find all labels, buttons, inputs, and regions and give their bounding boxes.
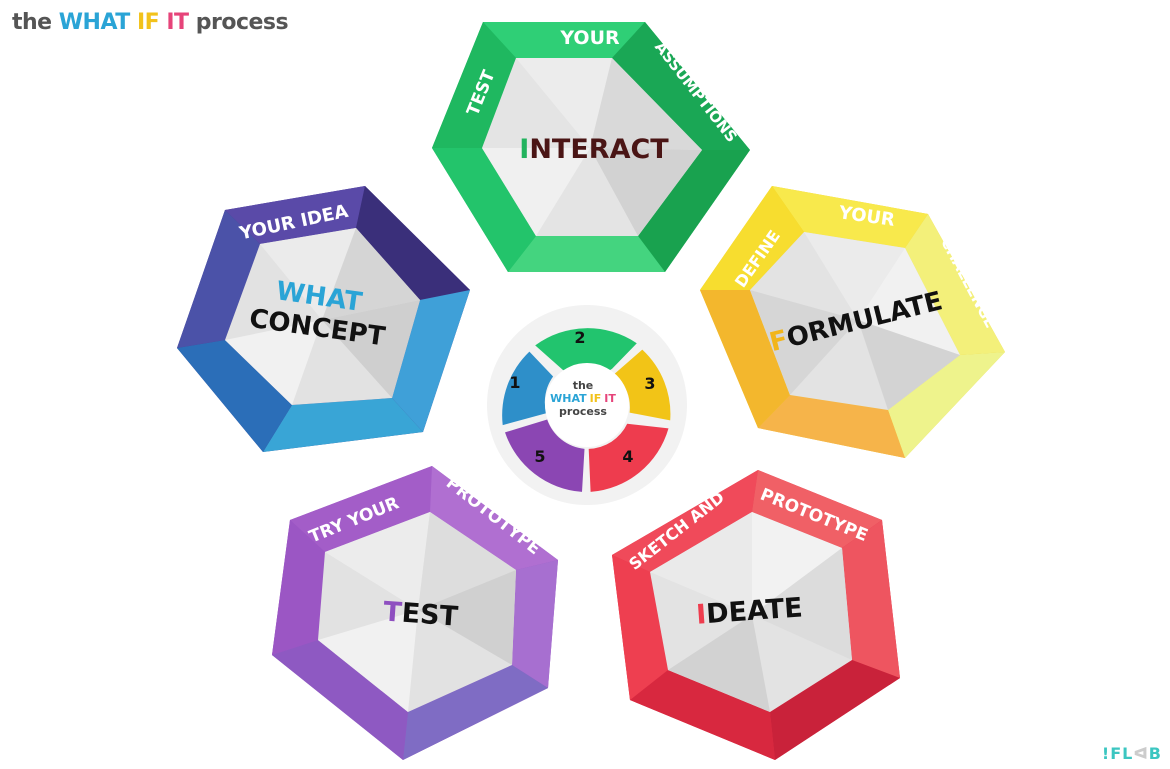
title-suffix: process bbox=[195, 10, 289, 35]
center-text-process: process bbox=[559, 405, 607, 418]
ring-number-1: 1 bbox=[509, 373, 520, 392]
center-if: IF bbox=[590, 392, 602, 405]
center-text-the: the bbox=[573, 379, 594, 392]
stage-title-interact: INTERACT bbox=[519, 134, 669, 165]
stage-rest: NTERACT bbox=[529, 134, 669, 165]
page-title: the WHAT IF IT process bbox=[12, 10, 289, 35]
hexagon-test: TRY YOUR PROTOTYPE TEST bbox=[272, 466, 558, 760]
stage-first-letter: T bbox=[382, 596, 403, 628]
ring-number-4: 4 bbox=[622, 447, 633, 466]
center-what: WHAT bbox=[550, 392, 587, 405]
ring-segment-1 bbox=[502, 351, 554, 426]
stage-title-ideate: IDEATE bbox=[695, 592, 803, 630]
stage-title-test: TEST bbox=[382, 596, 459, 632]
ring-number-3: 3 bbox=[644, 374, 655, 393]
stage-rest: DEATE bbox=[705, 592, 803, 630]
title-if: IF bbox=[136, 10, 160, 35]
ring-segment-4 bbox=[588, 423, 669, 492]
title-what: WHAT bbox=[58, 10, 131, 35]
stage-first-letter: I bbox=[519, 134, 529, 165]
hexagon-ideate: SKETCH AND PROTOTYPE IDEATE bbox=[612, 470, 900, 760]
stage-rest: EST bbox=[401, 598, 460, 633]
rim-text-your: YOUR bbox=[559, 27, 620, 49]
ring-number-5: 5 bbox=[534, 447, 545, 466]
hexagon-interact: YOUR TEST ASSUMPTIONS INTERACT bbox=[432, 22, 750, 272]
ring-segment-2 bbox=[535, 328, 637, 377]
brand-logo: !FLᐊB bbox=[1102, 744, 1162, 763]
hexagon-formulate: YOUR DEFINE CHALLENGE FORMULATE bbox=[700, 186, 1005, 458]
title-prefix: the bbox=[12, 10, 52, 35]
ring-segment-3 bbox=[614, 349, 671, 421]
ring-segment-5 bbox=[505, 419, 585, 492]
brand-last: B bbox=[1148, 744, 1162, 763]
hexagon-concept: YOUR IDEA WHAT CONCEPT bbox=[177, 186, 470, 452]
center-it: IT bbox=[604, 392, 616, 405]
brand-mark: ᐊ bbox=[1133, 744, 1149, 763]
title-it: IT bbox=[166, 10, 189, 35]
stage-first-letter: I bbox=[695, 599, 707, 631]
brand-first: !FL bbox=[1101, 744, 1134, 763]
ring-number-2: 2 bbox=[574, 328, 585, 347]
